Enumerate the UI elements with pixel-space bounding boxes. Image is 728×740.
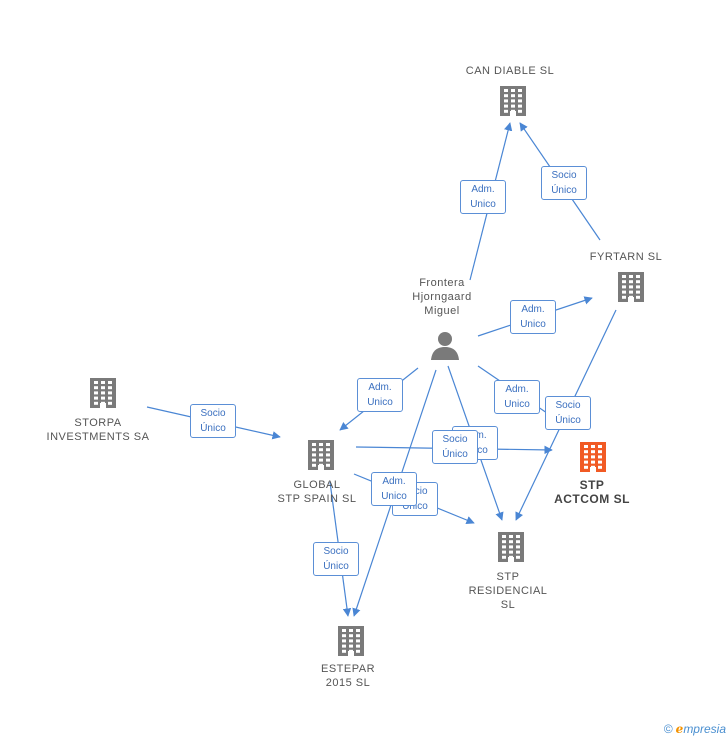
edge-label-fyrtarn-candiable[interactable]: Socio Único [541, 166, 587, 200]
can-diable-label[interactable]: CAN DIABLE SL [465, 65, 555, 77]
stp-actcom-building-icon[interactable] [578, 440, 608, 479]
stp-residencial-building-icon[interactable] [496, 530, 526, 569]
edge-label-global-estepar[interactable]: Socio Único [313, 542, 359, 576]
edge-label-frontera-actcom[interactable]: Adm. Unico [494, 380, 540, 414]
edge-label-frontera-fyrtarn[interactable]: Adm. Unico [510, 300, 556, 334]
stp-actcom-label[interactable]: STP ACTCOM SL [554, 478, 630, 506]
copyright-symbol: © [663, 722, 673, 736]
estepar-label[interactable]: ESTEPAR 2015 SL [320, 663, 376, 689]
edge-label-frontera-candiable[interactable]: Adm. Unico [460, 180, 506, 214]
edge-label-fyrtarn-residencial[interactable]: Socio Único [545, 396, 591, 430]
edge-label-storpa-global[interactable]: Socio Único [190, 404, 236, 438]
brand-initial: e [675, 722, 684, 736]
empresia-watermark: ©empresia [664, 722, 726, 736]
storpa-building-icon[interactable] [88, 376, 118, 415]
edge-label-frontera-estepar[interactable]: Adm. Unico [371, 472, 417, 506]
global-stp-label[interactable]: GLOBAL STP SPAIN SL [277, 479, 357, 505]
edge-label-global-actcom[interactable]: Socio Único [432, 430, 478, 464]
can-diable-building-icon[interactable] [498, 84, 528, 123]
frontera-person-icon[interactable] [430, 330, 460, 365]
fyrtarn-building-icon[interactable] [616, 270, 646, 309]
estepar-building-icon[interactable] [336, 624, 366, 663]
storpa-label[interactable]: STORPA INVESTMENTS SA [46, 417, 150, 443]
frontera-label[interactable]: Frontera Hjorngaard Miguel [412, 277, 472, 317]
fyrtarn-label[interactable]: FYRTARN SL [589, 251, 663, 263]
edge-label-frontera-global[interactable]: Adm. Unico [357, 378, 403, 412]
brand-name: mpresia [683, 722, 726, 736]
stp-residencial-label[interactable]: STP RESIDENCIAL SL [468, 571, 548, 611]
global-stp-building-icon[interactable] [306, 438, 336, 477]
